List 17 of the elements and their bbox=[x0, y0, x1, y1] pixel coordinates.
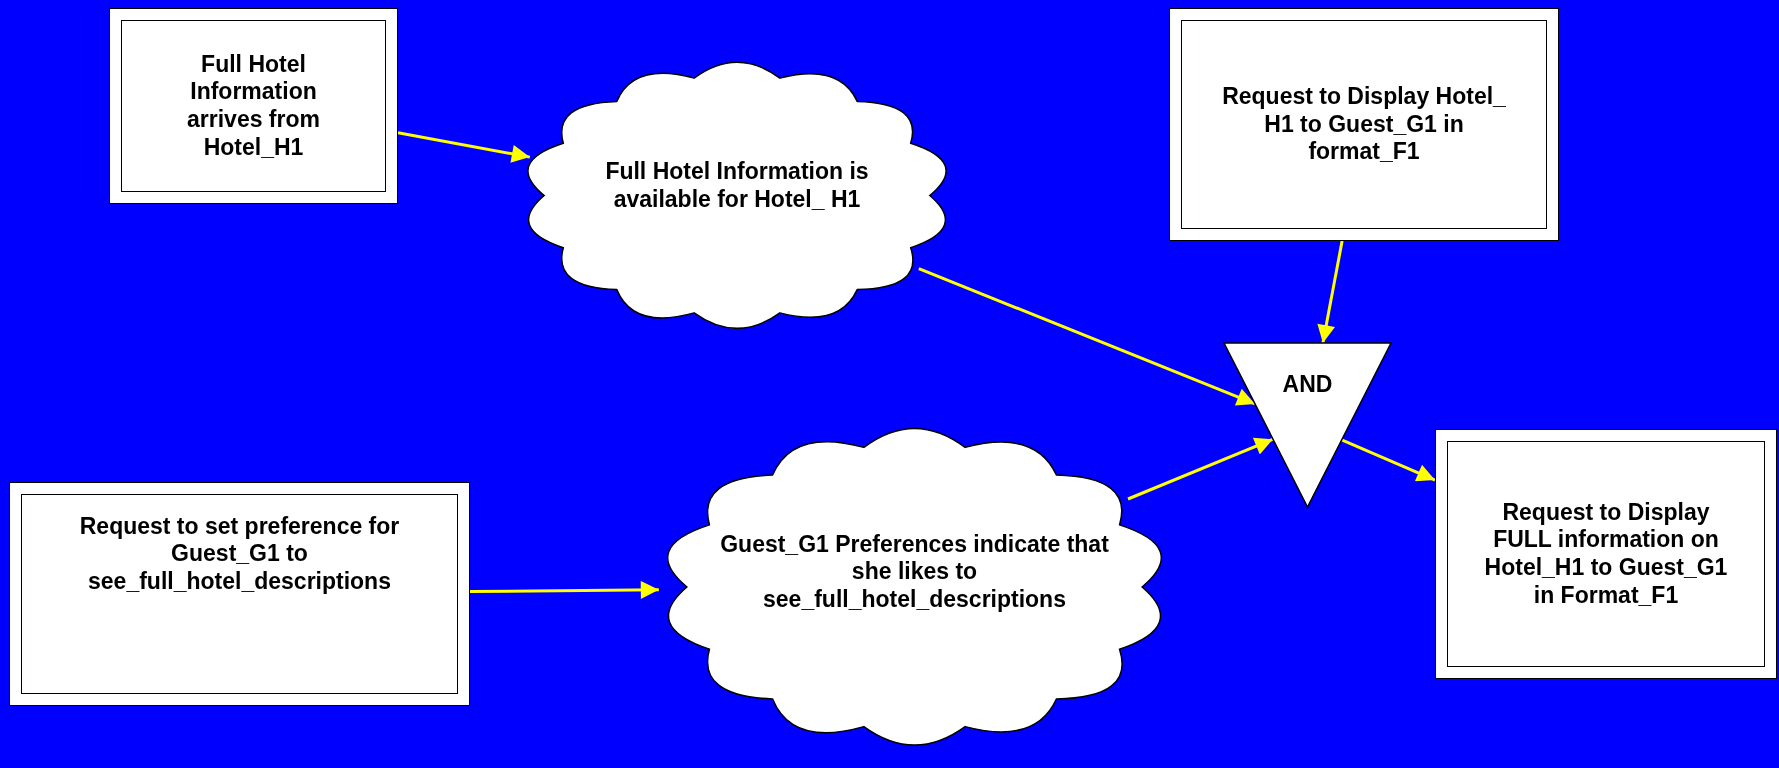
process-box bbox=[1169, 8, 1559, 241]
process-box bbox=[109, 8, 398, 204]
node-text: Request to Display FULL information on Hotel_H1 to Guest_G1 in Format_F1 bbox=[1483, 498, 1729, 610]
node-text: AND bbox=[1281, 371, 1334, 399]
node-text: Request to set preference for Guest_G1 to see_full_hotel_descriptions bbox=[78, 512, 401, 596]
arrow bbox=[1317, 240, 1344, 344]
arrow bbox=[1341, 438, 1436, 482]
arrow bbox=[397, 131, 531, 163]
node-text: Full Hotel Information arrives from Hotel_H1 bbox=[186, 50, 321, 162]
arrow bbox=[1127, 437, 1274, 501]
node-text: Request to Display Hotel_ H1 to Guest_G1 in format_F1 bbox=[1221, 83, 1507, 166]
node-text: Guest_G1 Preferences indicate that she likes to see_full_hotel_descriptions bbox=[719, 530, 1110, 614]
process-box bbox=[1435, 429, 1777, 679]
arrow bbox=[918, 267, 1256, 406]
node-text: Full Hotel Information is available for Hotel_ H1 bbox=[604, 157, 870, 214]
arrow bbox=[470, 580, 659, 599]
process-box bbox=[9, 482, 470, 706]
